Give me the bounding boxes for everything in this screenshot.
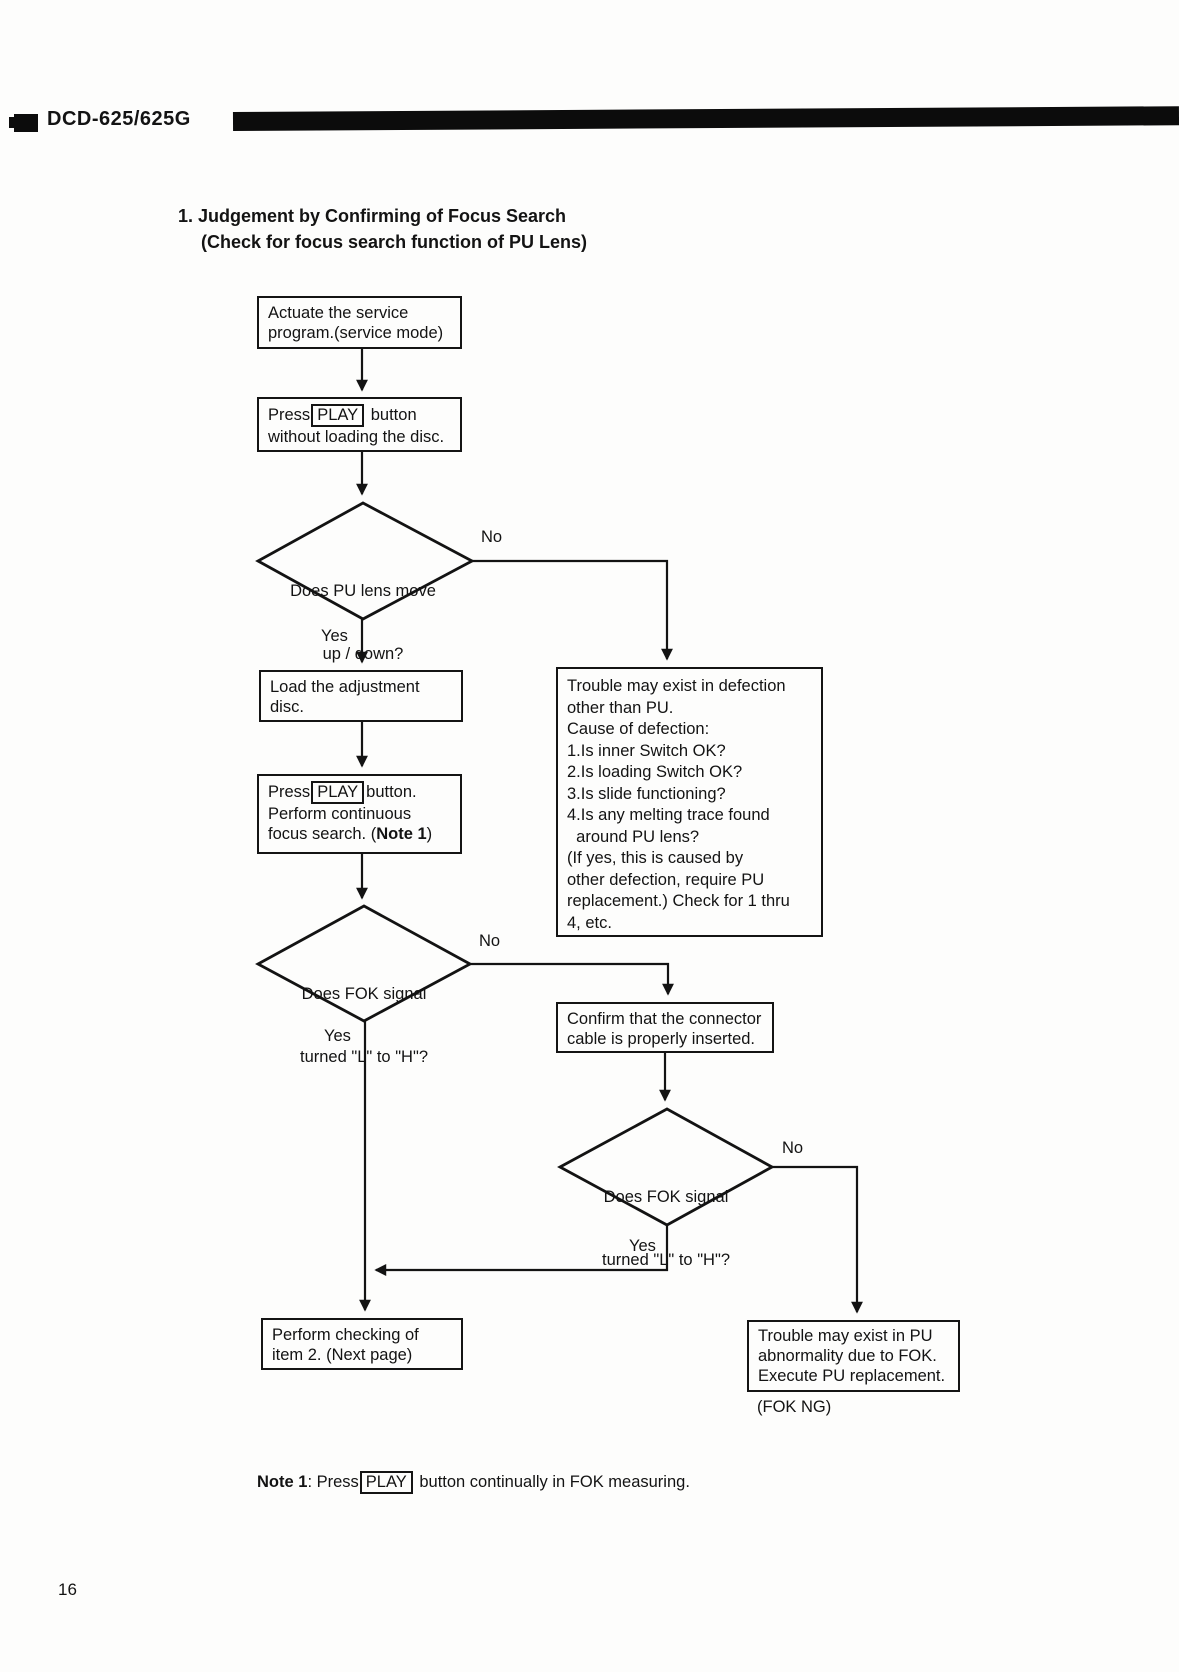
result-text: 4.Is any melting trace found bbox=[567, 806, 770, 824]
result-text: around PU lens? bbox=[567, 827, 700, 846]
step-text-segment: button. bbox=[366, 783, 417, 801]
model-number: DCD-625/625G bbox=[47, 108, 191, 130]
result-text: (If yes, this is caused by bbox=[567, 849, 744, 867]
result-text: replacement.) Check for 1 thru bbox=[567, 892, 790, 910]
decision-fok-2-text: Does FOK signal turned "L" to "H"? bbox=[561, 1145, 771, 1313]
result-text: abnormality due to FOK. bbox=[758, 1347, 937, 1365]
decision-text-line: turned "L" to "H"? bbox=[300, 1048, 428, 1066]
branch-label-yes: Yes bbox=[324, 1027, 351, 1045]
result-text: 3.Is slide functioning? bbox=[567, 784, 726, 803]
play-button-key: PLAY bbox=[359, 1471, 413, 1494]
decision-diamond-fok-2 bbox=[560, 1109, 772, 1225]
branch-label-yes: Yes bbox=[629, 1237, 656, 1255]
section-title-line2: (Check for focus search function of PU L… bbox=[201, 232, 588, 252]
step-text: disc. bbox=[270, 698, 304, 716]
branch-label-no: No bbox=[481, 528, 503, 546]
decision-text-line: Does FOK signal bbox=[603, 1188, 729, 1206]
step-text-segment: Press bbox=[268, 406, 311, 424]
result-text: 4, etc. bbox=[567, 913, 612, 932]
result-text: item 2. (Next page) bbox=[272, 1346, 413, 1364]
step-text: Load the adjustment bbox=[270, 678, 420, 696]
result-text: Cause of defection: bbox=[567, 720, 710, 738]
page-number: 16 bbox=[58, 1580, 77, 1599]
decision-lens-move-text: Does PU lens move up / down? bbox=[263, 539, 463, 707]
header-chip-icon bbox=[9, 114, 38, 132]
result-trouble-defection-other-than-pu: Trouble may exist in defection other tha… bbox=[556, 667, 823, 937]
decision-text-line: Does PU lens move bbox=[290, 582, 436, 600]
decision-fok-1-text: Does FOK signal turned "L" to "H"? bbox=[259, 942, 469, 1110]
step-text: program.(service mode) bbox=[268, 324, 444, 342]
note-reference: Note 1 bbox=[376, 825, 427, 843]
step-text: cable is properly inserted. bbox=[567, 1030, 756, 1048]
result-text: other defection, require PU bbox=[567, 870, 765, 889]
result-text: 2.Is loading Switch OK? bbox=[567, 763, 743, 781]
fok-ng-caption: (FOK NG) bbox=[757, 1398, 832, 1416]
result-text: Perform checking of bbox=[272, 1326, 419, 1344]
result-trouble-fok-replacement: Trouble may exist in PU abnormality due … bbox=[747, 1320, 960, 1392]
connector-fok1-no bbox=[470, 964, 674, 996]
result-perform-checking-item2: Perform checking of item 2. (Next page) bbox=[261, 1318, 463, 1370]
result-text: Trouble may exist in defection bbox=[567, 677, 786, 695]
branch-label-no: No bbox=[479, 932, 501, 950]
step-text: Perform continuous bbox=[268, 805, 412, 823]
step-text: Actuate the service bbox=[268, 304, 409, 322]
step-text-segment: ) bbox=[426, 825, 433, 843]
connector-fok2-yes bbox=[374, 1225, 667, 1276]
section-title-line1: 1. Judgement by Confirming of Focus Sear… bbox=[178, 206, 567, 226]
step-text-segment: button bbox=[366, 406, 417, 424]
step-text: focus search. (Note 1) bbox=[268, 824, 452, 844]
footnote-text-segment: : Press bbox=[307, 1473, 359, 1491]
result-text: other than PU. bbox=[567, 698, 674, 717]
play-button-key: PLAY bbox=[311, 781, 365, 804]
step-load-adjustment-disc: Load the adjustment disc. bbox=[259, 670, 463, 722]
step-actuate-service-program: Actuate the service program.(service mod… bbox=[257, 296, 462, 349]
step-text-segment: focus search. ( bbox=[268, 825, 377, 843]
decision-text-line: turned "L" to "H"? bbox=[602, 1251, 730, 1269]
decision-diamond-lens-move bbox=[258, 503, 472, 619]
branch-label-no: No bbox=[782, 1139, 804, 1157]
branch-label-yes: Yes bbox=[321, 627, 348, 645]
play-button-key: PLAY bbox=[311, 404, 365, 427]
result-text: Execute PU replacement. bbox=[758, 1367, 946, 1385]
footnote-text-segment: button continually in FOK measuring. bbox=[414, 1473, 690, 1491]
step-text: Confirm that the connector bbox=[567, 1010, 762, 1028]
result-text: 1.Is inner Switch OK? bbox=[567, 741, 726, 760]
footnote-label: Note 1 bbox=[257, 1473, 308, 1491]
decision-diamond-fok-1 bbox=[258, 906, 470, 1021]
step-text-segment: Press bbox=[268, 783, 311, 801]
step-confirm-connector-cable: Confirm that the connector cable is prop… bbox=[556, 1002, 774, 1053]
connector-lensmove-no bbox=[472, 561, 673, 661]
result-text: Trouble may exist in PU bbox=[758, 1327, 933, 1345]
decision-text-line: Does FOK signal bbox=[301, 985, 427, 1003]
step-text: without loading the disc. bbox=[268, 428, 445, 446]
connector-fok2-no bbox=[772, 1167, 863, 1314]
decision-text-line: up / down? bbox=[322, 645, 404, 663]
